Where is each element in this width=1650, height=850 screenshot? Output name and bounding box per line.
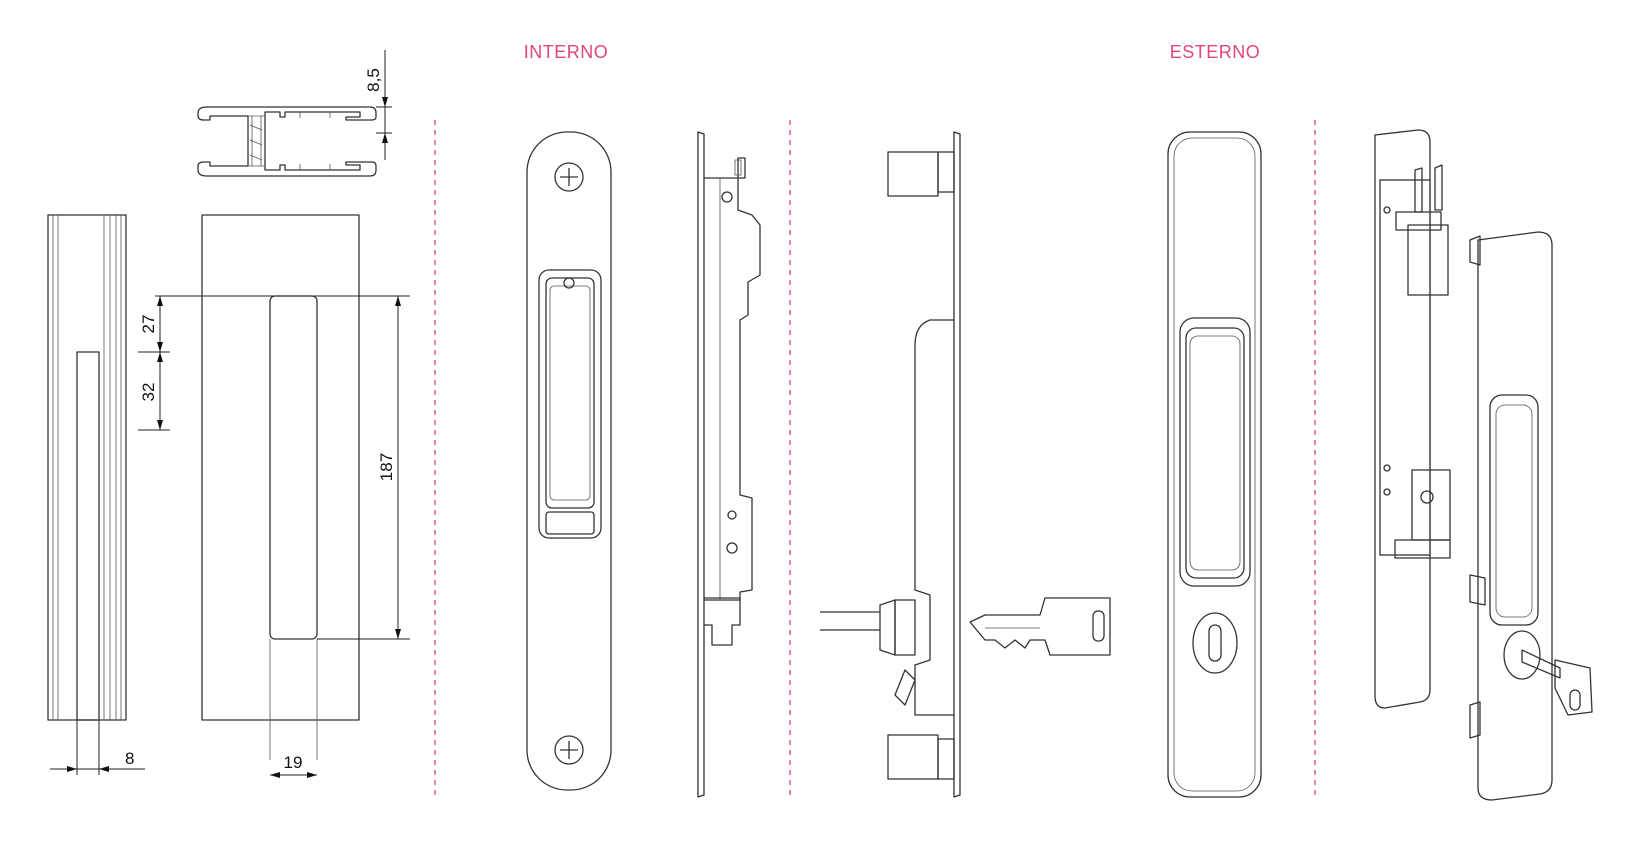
dimension-offsets: 27 32 187	[138, 295, 410, 640]
dim-label-32: 32	[139, 383, 158, 402]
dimension-profile-top: 8,5	[364, 50, 392, 160]
esterno-front-plate	[1167, 131, 1262, 798]
cross-section-view	[820, 131, 961, 798]
interno-front-plate	[526, 131, 612, 791]
heading-esterno: ESTERNO	[1170, 42, 1261, 62]
heading-interno: INTERNO	[524, 42, 609, 62]
profile-front-view	[201, 214, 360, 760]
dimension-profile-width: 8	[50, 720, 145, 775]
dim-label-8: 8	[125, 749, 134, 768]
dim-label-19: 19	[284, 753, 303, 772]
dim-label-profile-top: 8,5	[364, 68, 383, 92]
profile-side-view	[47, 214, 127, 721]
interno-side-view	[697, 131, 761, 798]
profile-cross-section	[197, 106, 377, 177]
key-icon	[969, 597, 1111, 656]
dimension-handle-width: 19	[270, 753, 317, 778]
dim-label-187: 187	[377, 453, 396, 481]
dim-label-27: 27	[139, 315, 158, 334]
esterno-exploded-view	[1374, 129, 1593, 801]
